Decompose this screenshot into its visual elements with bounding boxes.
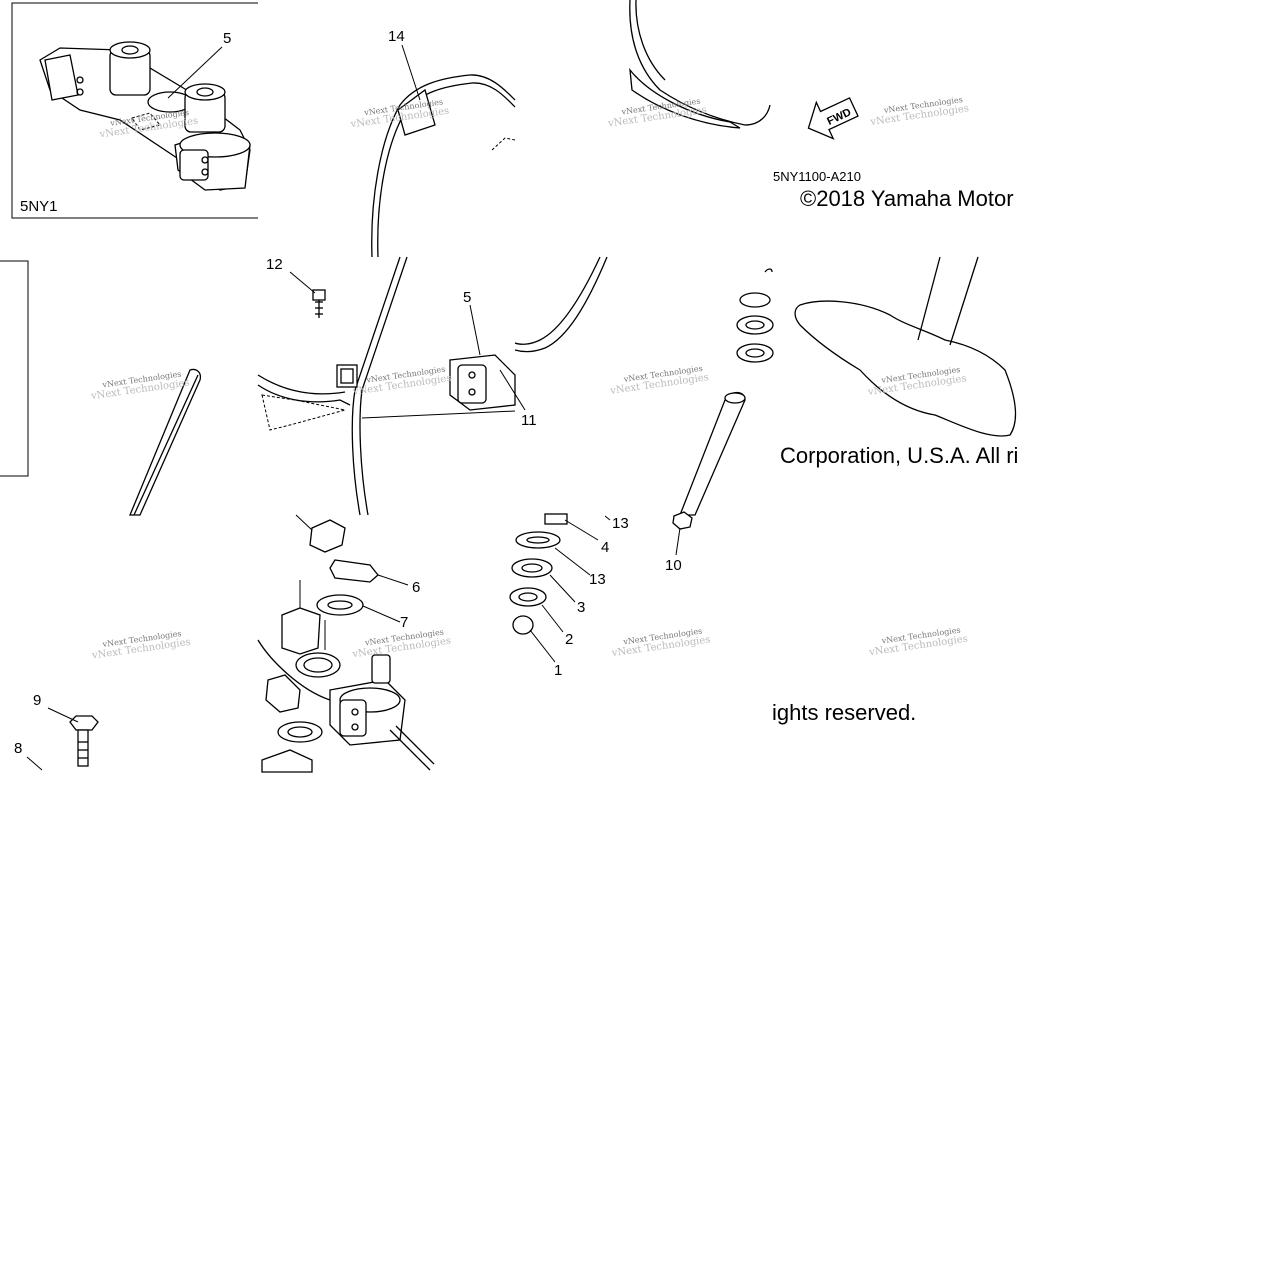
bolt-12 [312, 289, 326, 318]
callout-4: 4 [601, 539, 609, 556]
callout-7: 7 [400, 614, 408, 631]
callout-12: 12 [266, 256, 283, 273]
bearing-stack [509, 513, 568, 635]
inset-triple-clamp [39, 41, 251, 191]
copyright-line-3: ights reserved. [772, 700, 916, 725]
inset-model-label: 5NY1 [20, 198, 58, 215]
callout-6: 6 [412, 579, 420, 596]
steering-rod [129, 368, 202, 516]
callout-9: 9 [33, 692, 41, 709]
left-frame-fragment [0, 260, 29, 477]
callout-10: 10 [665, 557, 682, 574]
center-assembly [257, 256, 526, 516]
lower-stack [257, 514, 435, 773]
handlebar-lower [514, 256, 608, 353]
under-bracket [794, 256, 1017, 437]
callout-14: 14 [388, 28, 405, 45]
nut-10 [672, 511, 693, 530]
callout-13-upper: 13 [612, 515, 629, 532]
bolt-9 [69, 715, 99, 767]
callout-3: 3 [577, 599, 585, 616]
clamp-5 [449, 354, 516, 411]
diagram-code: 5NY1100-A210 [773, 169, 861, 184]
watermarks: vNext Technologies vNext Technologies vN… [89, 95, 969, 662]
callout-1: 1 [554, 662, 562, 679]
inset-panel: 5 5NY1 [11, 2, 258, 219]
steering-stem [679, 268, 774, 516]
callout-8: 8 [14, 740, 22, 757]
fwd-arrow-icon: FWD [807, 97, 859, 140]
callout-5: 5 [463, 289, 471, 306]
handlebar [371, 44, 516, 258]
copyright-line-2: Corporation, U.S.A. All ri [780, 443, 1018, 468]
upper-cover [629, 0, 771, 129]
inset-callout-label: 5 [223, 30, 231, 47]
copyright-line-1: ©2018 Yamaha Motor [800, 186, 1014, 211]
callout-11: 11 [521, 412, 537, 429]
callout-2: 2 [565, 631, 573, 648]
callout-13-lower: 13 [589, 571, 606, 588]
